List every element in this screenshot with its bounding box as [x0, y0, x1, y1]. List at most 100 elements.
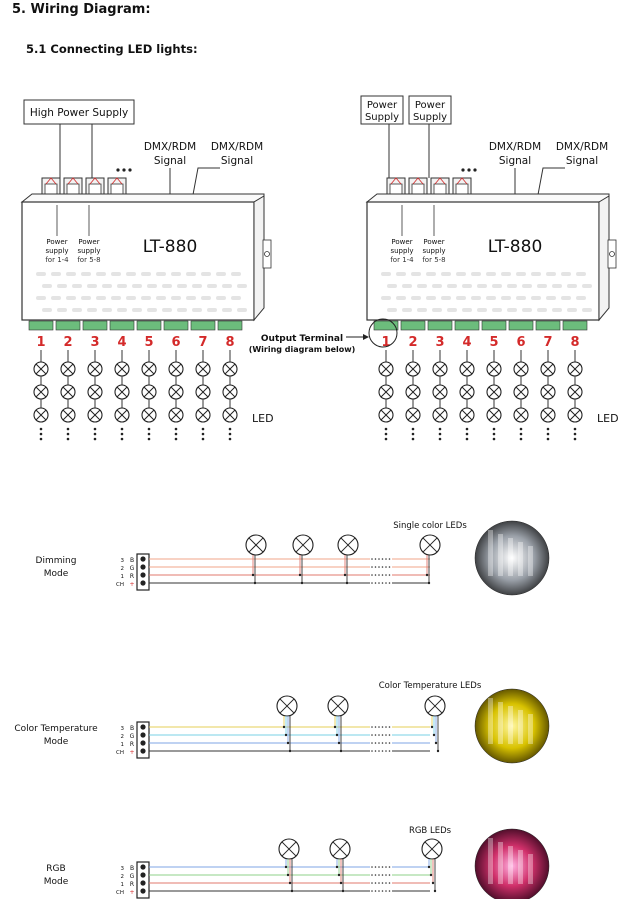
dot — [492, 437, 496, 441]
terminal-pin-letter: G — [130, 733, 135, 740]
led-bulb-icon — [424, 695, 446, 717]
bulb-cross — [434, 409, 446, 421]
vent-slot — [231, 296, 241, 300]
vent-slot — [72, 308, 82, 312]
junction-dot — [345, 581, 349, 585]
vent-slot — [156, 272, 166, 276]
power-supply-label: Supply — [413, 112, 447, 123]
led-bulb-icon — [168, 361, 184, 377]
dot — [388, 566, 391, 568]
vent-slot — [441, 296, 451, 300]
vent-slot — [237, 284, 247, 288]
vent-slot — [576, 272, 586, 276]
photo-bar — [488, 838, 493, 884]
output-terminal — [481, 320, 507, 331]
ps-label: Power — [423, 238, 444, 246]
dot — [371, 566, 373, 568]
terminal-pin-letter: + — [129, 581, 134, 588]
top-left-diagram: High Power SupplyDMX/RDMSignalDMX/RDMSig… — [20, 99, 274, 441]
dot — [39, 437, 43, 441]
dot — [388, 574, 391, 576]
vent-slot — [192, 284, 202, 288]
dot — [116, 168, 120, 172]
vent-slot — [132, 284, 142, 288]
dot — [381, 726, 384, 728]
dot — [378, 558, 380, 560]
terminal-pin-letter: G — [130, 565, 135, 572]
dot — [378, 734, 380, 736]
terminal-pin-letter: G — [130, 873, 135, 880]
bulb-cross — [35, 409, 47, 421]
dot — [411, 432, 415, 436]
dot — [384, 427, 388, 431]
dot — [371, 890, 373, 892]
junction-dot — [339, 881, 343, 885]
junction-dot — [427, 865, 431, 869]
dot — [39, 432, 43, 436]
bulb-cross — [89, 363, 101, 375]
dot — [66, 437, 70, 441]
led-bulb-icon — [292, 534, 314, 556]
dot — [388, 890, 391, 892]
vent-slot — [111, 296, 121, 300]
junction-dot — [430, 725, 434, 729]
junction-dot — [335, 733, 339, 737]
junction-dot — [288, 881, 292, 885]
bulb-cross — [35, 386, 47, 398]
terminal-marker — [412, 177, 424, 185]
vent-slot — [552, 308, 562, 312]
vent-slot — [441, 272, 451, 276]
led-bulb-icon — [276, 695, 298, 717]
vent-slot — [432, 308, 442, 312]
vent-slot — [381, 296, 391, 300]
vent-slot — [126, 272, 136, 276]
led-bulb-icon — [432, 407, 448, 423]
vent-slot — [111, 272, 121, 276]
bulb-cross — [488, 409, 500, 421]
photo-bar — [518, 850, 523, 884]
terminal-screw — [140, 872, 146, 878]
dot — [374, 574, 377, 576]
dot — [93, 427, 97, 431]
led-bulb-icon — [87, 361, 103, 377]
dot — [384, 437, 388, 441]
led-bulb-icon — [540, 384, 556, 400]
led-bulb-icon — [33, 361, 49, 377]
terminal-screw — [140, 732, 146, 738]
bulb-cross — [116, 409, 128, 421]
vent-slot — [132, 308, 142, 312]
led-bulb-icon — [432, 384, 448, 400]
vent-slot — [582, 308, 592, 312]
terminal-pin-letter: + — [129, 889, 134, 896]
dot — [385, 750, 387, 752]
dot — [374, 726, 377, 728]
vent-slot — [171, 296, 181, 300]
dot — [381, 742, 384, 744]
junction-dot — [290, 889, 294, 893]
screw-terminal-slot — [44, 183, 58, 195]
terminal-screw — [140, 572, 146, 578]
vent-slot — [486, 296, 496, 300]
terminal-pin-number: 1 — [121, 574, 125, 580]
led-bulb-icon — [114, 361, 130, 377]
terminal-pin-letter: + — [129, 749, 134, 756]
subsection-heading: 5.1 Connecting LED lights: — [26, 42, 198, 56]
vent-slot — [567, 284, 577, 288]
ps-label: Power — [391, 238, 412, 246]
led-bulb-icon — [87, 384, 103, 400]
led-bulb-icon — [421, 838, 443, 860]
bulb-cross — [170, 386, 182, 398]
screw-terminal-slot — [66, 183, 80, 195]
bulb-cross — [461, 386, 473, 398]
terminal-screw — [140, 740, 146, 746]
terminal-screw — [140, 556, 146, 562]
dot — [573, 427, 577, 431]
dot — [371, 726, 373, 728]
vent-slot — [216, 272, 226, 276]
junction-dot — [253, 581, 257, 585]
channel-number: 4 — [462, 335, 471, 350]
photo-bar — [488, 698, 493, 744]
vent-slot — [231, 272, 241, 276]
bulb-cross — [248, 537, 264, 553]
output-terminal-sublabel: (Wiring diagram below) — [249, 345, 356, 354]
